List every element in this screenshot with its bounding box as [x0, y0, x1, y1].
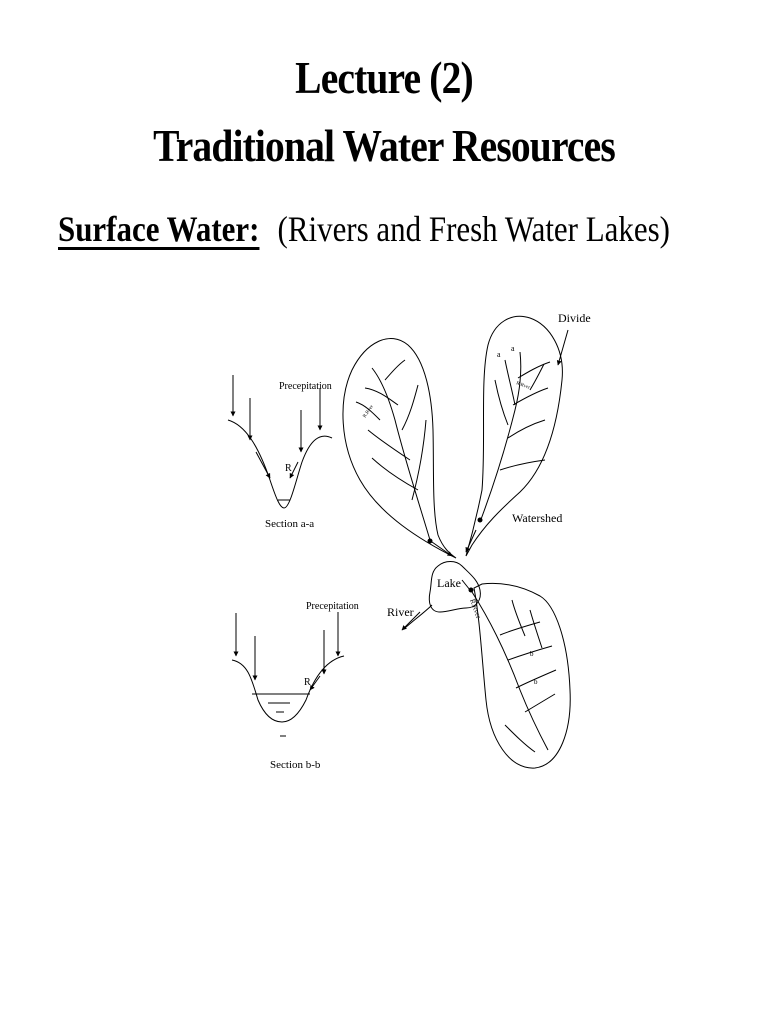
surface-water-label: Surface Water: [58, 209, 260, 249]
outlet-dot-right [477, 517, 483, 523]
section-bb-label: Section b-b [270, 759, 321, 771]
watershed-bottom [461, 579, 571, 769]
lake-shape [428, 561, 481, 613]
r-label-bottom: R [304, 677, 311, 688]
valley-profile-aa [227, 419, 333, 509]
mark-a2: a [511, 344, 515, 353]
runoff-arrow-bb [309, 675, 321, 691]
outlet-dot-bottom [468, 587, 474, 593]
lecture-title: Lecture (2) [295, 52, 474, 103]
river-tag-right: R.Rver [515, 381, 530, 391]
divide-arrow [556, 329, 569, 366]
runoff-arrow-right [289, 461, 299, 479]
mark-b1: b [530, 650, 534, 658]
inflow-arrow-bottom [461, 579, 471, 591]
outflow-arrow-left [431, 541, 453, 557]
watershed-bottom-outline [473, 582, 571, 769]
watershed-left [342, 337, 457, 559]
runoff-arrow-left [255, 451, 271, 479]
river-outflow [401, 604, 433, 631]
precipitation-label-top: Precepitation [279, 381, 332, 392]
river-arrow [401, 611, 421, 631]
section-bb-diagram [231, 612, 345, 737]
r-label-top: R [285, 463, 292, 474]
outlet-dot-left [427, 538, 433, 544]
mark-a1: a [497, 350, 501, 359]
river-tag-bottom: R.Rver [468, 598, 483, 620]
section-aa-label: Section a-a [265, 518, 314, 530]
section-aa-diagram [227, 375, 333, 509]
mark-b2: b [534, 678, 538, 686]
surface-water-subtitle: (Rivers and Fresh Water Lakes) [277, 209, 670, 249]
river-label: River [387, 605, 414, 619]
divide-label: Divide [558, 311, 591, 325]
section-heading: Surface Water: (Rivers and Fresh Water L… [58, 206, 670, 252]
outflow-arrow-right [465, 529, 477, 553]
lake-label: Lake [437, 576, 461, 590]
watershed-right [465, 315, 569, 557]
lecture-subtitle: Traditional Water Resources [153, 120, 616, 171]
channel-profile-bb [231, 655, 345, 723]
watershed-right-outline [465, 315, 563, 557]
precipitation-label-bottom: Precepitation [306, 601, 359, 612]
watershed-label: Watershed [512, 511, 562, 525]
lake-outline [428, 561, 481, 613]
watershed-left-outline [342, 337, 457, 559]
